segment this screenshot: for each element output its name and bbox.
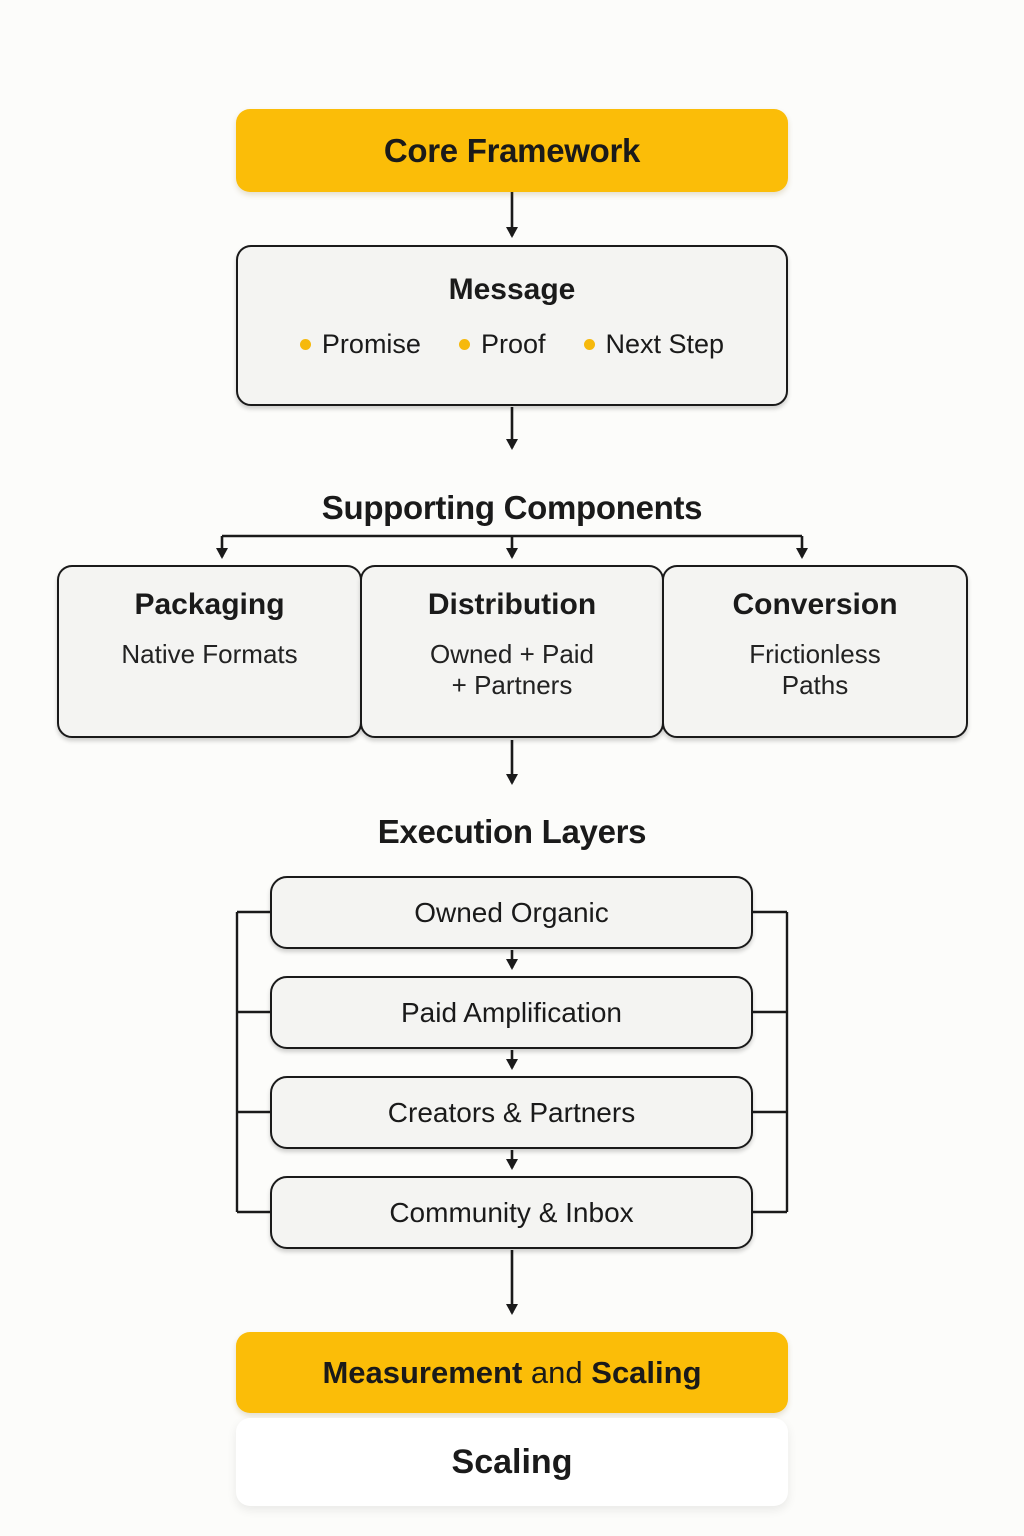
distribution-detail: Owned + Paid + Partners: [430, 639, 594, 701]
bullet-label: Promise: [321, 329, 421, 359]
supporting-components-heading: Supporting Components: [321, 489, 703, 526]
layer-creators-partners: Creators & Partners: [270, 1076, 753, 1149]
bullet-item-next-step: Next Step: [583, 329, 725, 360]
bullet-item-promise: Promise: [299, 329, 421, 360]
bullet-item-proof: Proof: [458, 329, 546, 360]
bullet-label: Proof: [480, 329, 546, 359]
execution-layers-heading: Execution Layers: [377, 813, 647, 850]
message-title: Message: [448, 273, 576, 306]
scaling-word: Scaling: [591, 1354, 702, 1390]
measurement-word: Measurement: [322, 1354, 523, 1390]
and-word: and: [522, 1354, 592, 1390]
right-bracket: [751, 910, 789, 1214]
layer-owned-organic: Owned Organic: [270, 876, 753, 949]
layer-label: Creators & Partners: [387, 1096, 636, 1128]
bullet-dot-icon: [583, 339, 595, 350]
layer-paid-amplification: Paid Amplification: [270, 976, 753, 1049]
packaging-title: Packaging: [134, 588, 285, 621]
layer-label: Community & Inbox: [389, 1196, 634, 1228]
scaling-node: Scaling: [236, 1418, 788, 1506]
core-framework-node: Core Framework: [236, 109, 788, 192]
left-bracket: [235, 910, 272, 1214]
bullet-dot-icon: [299, 339, 311, 350]
bullet-label: Next Step: [605, 329, 725, 359]
bullet-dot-icon: [458, 339, 470, 350]
packaging-node: Packaging Native Formats: [57, 565, 362, 738]
packaging-detail: Native Formats: [121, 639, 297, 670]
conversion-node: Conversion Frictionless Paths: [662, 565, 968, 738]
core-framework-title: Core Framework: [383, 131, 641, 169]
conversion-detail: Frictionless Paths: [749, 639, 880, 701]
distribution-node: Distribution Owned + Paid + Partners: [360, 565, 664, 738]
detail-line: Frictionless: [749, 639, 881, 669]
layer-label: Paid Amplification: [400, 996, 622, 1028]
message-bullet-list: Promise Proof Next Step: [299, 329, 725, 360]
distribution-title: Distribution: [427, 588, 597, 621]
scaling-title: Scaling: [451, 1442, 573, 1481]
measurement-scaling-title: Measurement and Scaling: [322, 1355, 701, 1391]
layer-community-inbox: Community & Inbox: [270, 1176, 753, 1249]
message-node: Message Promise Proof Next Step: [236, 245, 788, 406]
detail-line: Paths: [781, 670, 849, 700]
detail-line: + Partners: [451, 670, 573, 700]
detail-line: Native Formats: [121, 639, 298, 669]
conversion-title: Conversion: [732, 588, 898, 621]
detail-line: Owned + Paid: [429, 639, 595, 669]
layer-label: Owned Organic: [414, 896, 609, 928]
measurement-scaling-node: Measurement and Scaling: [236, 1332, 788, 1413]
